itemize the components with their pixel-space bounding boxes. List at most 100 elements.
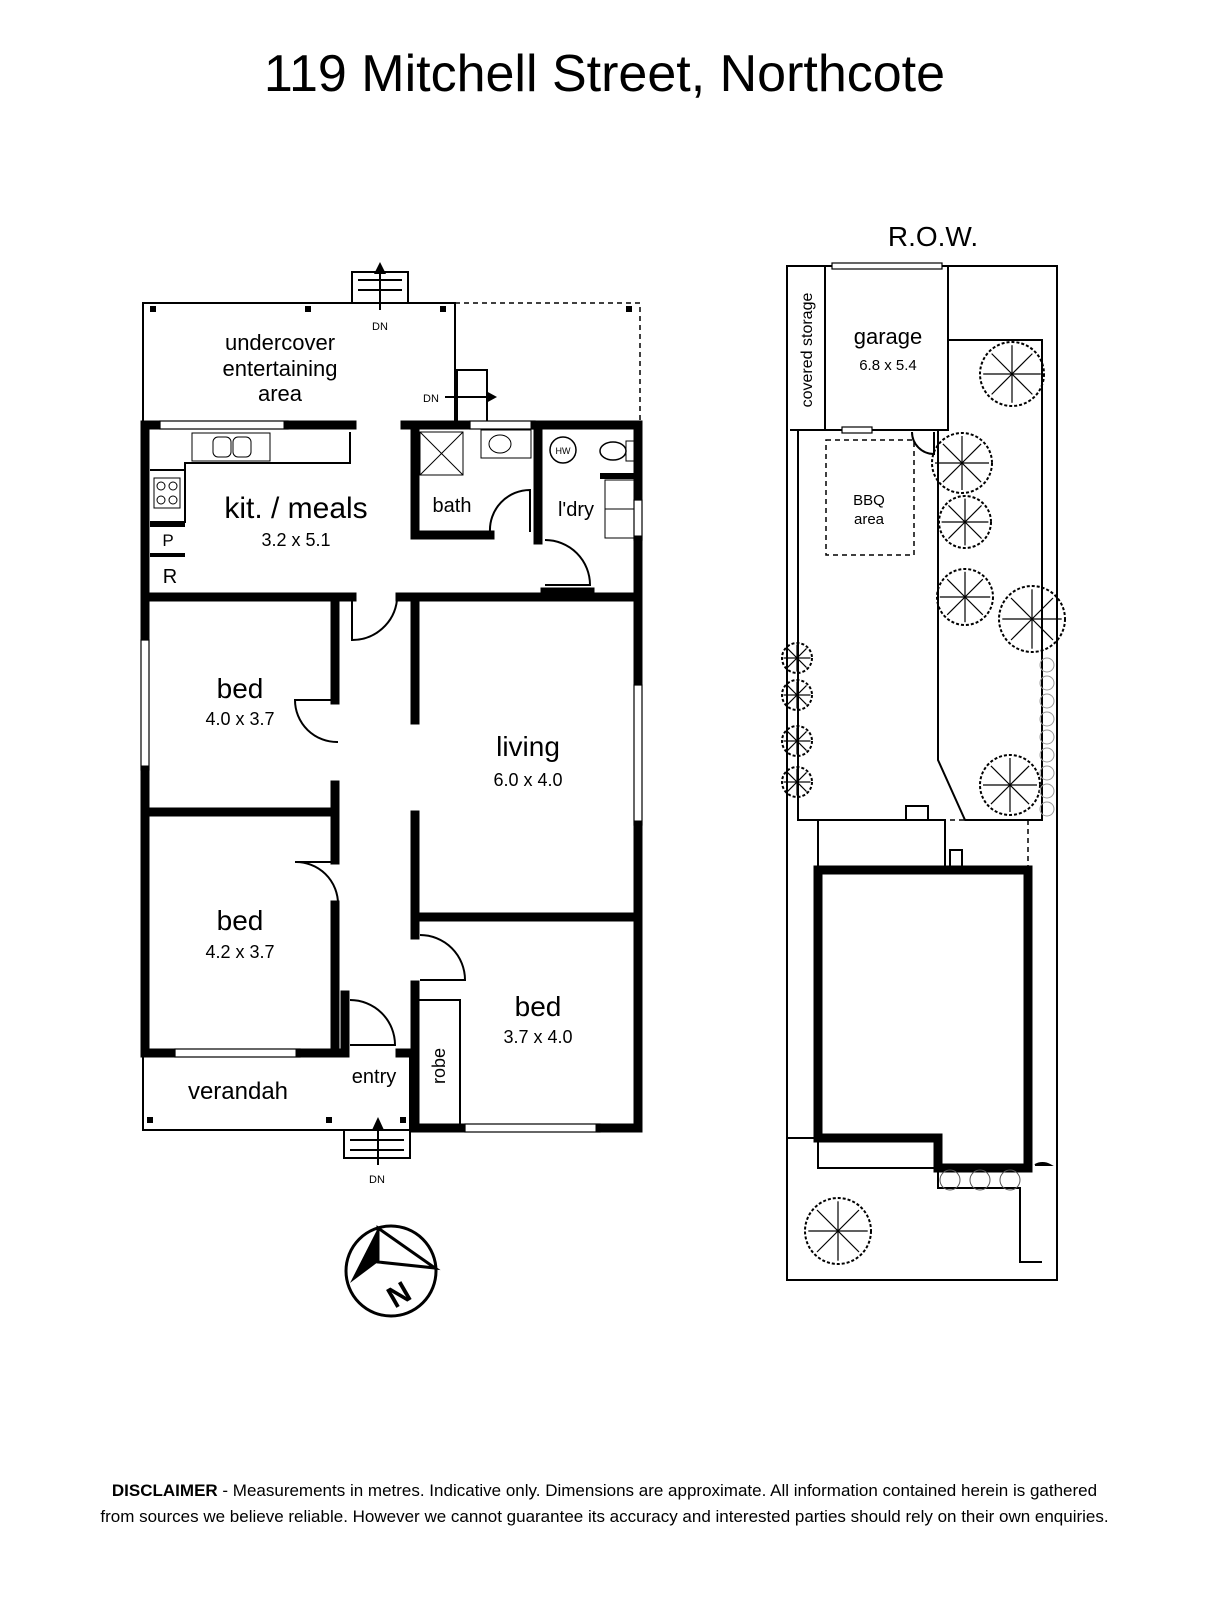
undercover-label-2: entertaining xyxy=(223,356,338,381)
tree-branch xyxy=(964,596,984,616)
tree-branch xyxy=(816,1209,839,1232)
stair-dn-label: DN xyxy=(372,321,388,333)
row-label: R.O.W. xyxy=(888,221,978,252)
tree-branch xyxy=(964,521,982,539)
shrub-icon xyxy=(969,1169,991,1191)
bed2-size: 4.2 x 3.7 xyxy=(205,942,274,962)
tree-branch xyxy=(1009,784,1030,805)
tree-branch xyxy=(796,694,807,705)
tree-branch xyxy=(796,657,807,668)
tree-branch xyxy=(787,781,798,792)
tree-branch xyxy=(942,462,963,483)
tree-icon xyxy=(938,495,992,549)
tree-branch xyxy=(796,772,807,783)
disclaimer-line-2: from sources we believe reliable. Howeve… xyxy=(100,1507,1109,1526)
undercover-label-1: undercover xyxy=(225,330,335,355)
tree-branch xyxy=(946,596,966,616)
garage-size: 6.8 x 5.4 xyxy=(859,357,917,374)
pantry-label: P xyxy=(162,531,173,550)
bed2-label: bed xyxy=(217,905,264,936)
disclaimer: DISCLAIMER - Measurements in metres. Ind… xyxy=(0,1478,1209,1530)
north-compass-icon: N xyxy=(344,1224,441,1318)
tree-icon xyxy=(781,725,813,757)
laundry-label: l'dry xyxy=(558,499,594,521)
tree-icon xyxy=(998,585,1066,653)
tree-icon xyxy=(931,432,993,494)
tree-branch xyxy=(796,685,807,696)
shrub-icon xyxy=(1039,657,1055,673)
tree-branch xyxy=(796,781,807,792)
living-size: 6.0 x 4.0 xyxy=(493,770,562,790)
tree-branch xyxy=(961,462,982,483)
tree-branch xyxy=(787,694,798,705)
disclaimer-heading: DISCLAIMER xyxy=(111,1481,218,1500)
tree-branch xyxy=(1009,765,1030,786)
tree-branch xyxy=(787,648,798,659)
stair-dn-label: DN xyxy=(369,1174,385,1186)
bed1-size: 4.0 x 3.7 xyxy=(205,709,274,729)
bed1-label: bed xyxy=(217,673,264,704)
tree-branch xyxy=(787,685,798,696)
shrub-icon xyxy=(1039,693,1055,709)
bed3-label: bed xyxy=(515,991,562,1022)
compass-n-label: N xyxy=(382,1275,417,1314)
room-labels: undercover entertaining area kit. / meal… xyxy=(188,330,594,1105)
stair-dn-label: DN xyxy=(423,393,439,405)
shrub-icon xyxy=(1039,711,1055,727)
tree-branch xyxy=(796,731,807,742)
shrub-icon xyxy=(1039,747,1055,763)
page-title: 119 Mitchell Street, Northcote xyxy=(263,45,946,103)
tree-branch xyxy=(837,1209,860,1232)
tree-branch xyxy=(991,353,1013,375)
shrub-icon xyxy=(1039,675,1055,691)
kitchen-size: 3.2 x 5.1 xyxy=(261,530,330,550)
tree-branch xyxy=(787,772,798,783)
shrub-icon xyxy=(1039,783,1055,799)
covered-storage-label: covered storage xyxy=(799,293,816,408)
tree-branch xyxy=(964,505,982,523)
tree-icon xyxy=(979,341,1045,407)
verandah-label: verandah xyxy=(188,1078,288,1105)
undercover-label-3: area xyxy=(258,381,303,406)
tree-branch xyxy=(990,765,1011,786)
tree-branch xyxy=(1010,618,1033,641)
entry-label: entry xyxy=(352,1066,396,1088)
tree-branch xyxy=(787,731,798,742)
tree-branch xyxy=(787,657,798,668)
tree-branch xyxy=(796,648,807,659)
verandah-outline xyxy=(142,1057,411,1165)
tree-branch xyxy=(1011,373,1033,395)
tree-icon xyxy=(936,568,994,626)
undercover-area xyxy=(142,262,641,423)
bbq-label-2: area xyxy=(854,511,885,528)
fridge-label: R xyxy=(163,566,177,588)
tree-branch xyxy=(991,373,1013,395)
tree-branch xyxy=(787,740,798,751)
shrub-icon xyxy=(999,1169,1021,1191)
bed3-size: 3.7 x 4.0 xyxy=(503,1027,572,1047)
tree-icon xyxy=(979,754,1041,816)
kitchen-fixtures xyxy=(150,429,635,557)
tree-branch xyxy=(1011,353,1033,375)
tree-branch xyxy=(948,505,966,523)
living-label: living xyxy=(496,731,560,762)
disclaimer-line-1: - Measurements in metres. Indicative onl… xyxy=(217,1481,1098,1500)
tree-branch xyxy=(1010,597,1033,620)
shrub-icon xyxy=(1039,765,1055,781)
tree-branch xyxy=(961,443,982,464)
house-walls xyxy=(140,420,643,1133)
tree-branch xyxy=(942,443,963,464)
shrub-icon xyxy=(1039,801,1055,817)
tree-icon xyxy=(781,642,813,674)
trees xyxy=(781,341,1066,1265)
tree-icon xyxy=(781,679,813,711)
shrub-icon xyxy=(1039,729,1055,745)
tree-branch xyxy=(1031,618,1054,641)
bbq-label-1: BBQ xyxy=(853,492,885,509)
tree-icon xyxy=(781,766,813,798)
tree-icon xyxy=(804,1197,872,1265)
robe-label: robe xyxy=(429,1048,449,1084)
garage-label: garage xyxy=(854,324,923,349)
tree-branch xyxy=(837,1230,860,1253)
